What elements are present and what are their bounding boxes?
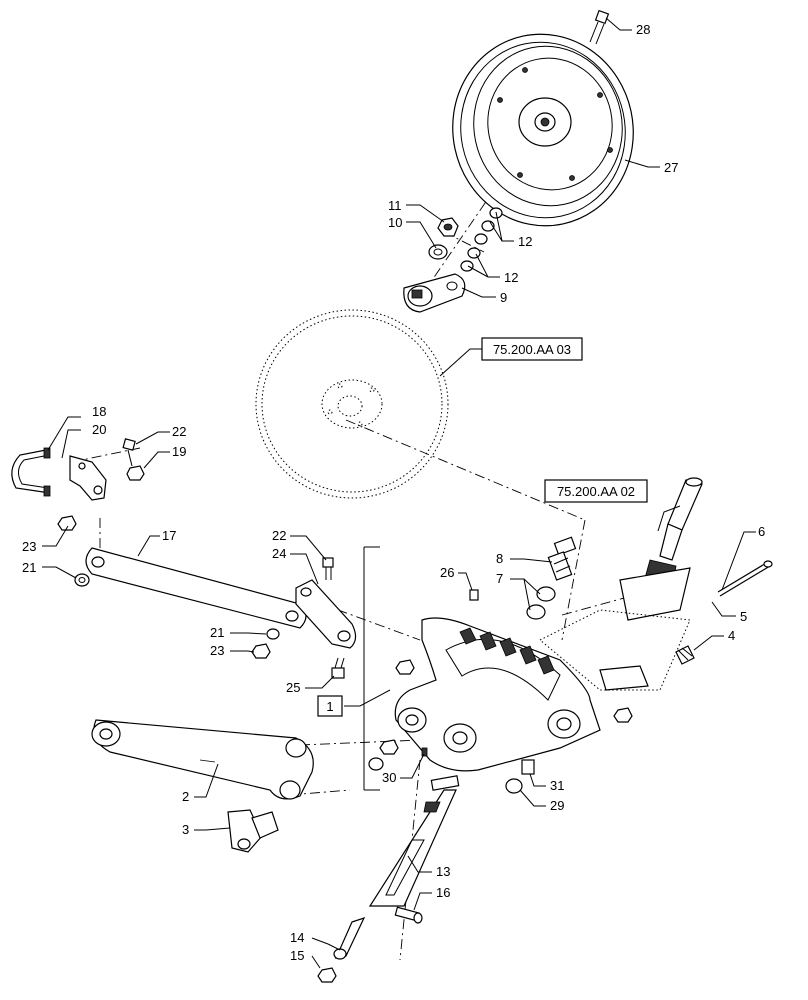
callout-25: 25 — [286, 680, 300, 695]
callout-28: 28 — [636, 22, 650, 37]
callout-8: 8 — [496, 551, 503, 566]
callout-23: 23 — [22, 539, 36, 554]
callout-18: 18 — [92, 404, 106, 419]
washer-21-right — [266, 628, 280, 640]
reference-disc-text: 75.200.AA 03 — [493, 342, 571, 357]
spring-4 — [675, 645, 695, 665]
clamp-20 — [69, 455, 107, 501]
callout-20: 20 — [92, 422, 106, 437]
reference-box-shaft: 75.200.AA 02 — [544, 479, 648, 503]
opener-disc — [255, 309, 449, 499]
gauge-wheel-arm-9 — [403, 273, 466, 313]
blade-14 — [333, 916, 366, 960]
bolt-28 — [589, 9, 610, 45]
assembly-callout-box: 1 — [317, 695, 343, 717]
depth-adjust-shaft — [539, 477, 703, 691]
washer-10 — [428, 244, 448, 260]
callout-13: 13 — [436, 864, 450, 879]
pin-30 — [421, 747, 428, 757]
callout-21: 21 — [210, 625, 224, 640]
callout-22: 22 — [172, 424, 186, 439]
callout-11: 11 — [388, 198, 402, 213]
reference-box-disc: 75.200.AA 03 — [481, 337, 583, 361]
callout-31: 31 — [550, 778, 564, 793]
row-unit-frame — [368, 617, 633, 772]
bolt-25 — [331, 657, 345, 679]
reference-shaft-text: 75.200.AA 02 — [557, 484, 635, 499]
cap-29 — [505, 778, 523, 794]
fitting-26 — [469, 589, 479, 601]
callout-17: 17 — [162, 528, 176, 543]
fitting-31 — [521, 759, 535, 775]
callout-12: 12 — [504, 270, 518, 285]
callout-10: 10 — [388, 215, 402, 230]
nut-11 — [437, 217, 459, 237]
callout-9: 9 — [500, 290, 507, 305]
bracket-24 — [295, 579, 357, 649]
callout-3: 3 — [182, 822, 189, 837]
screw-15 — [317, 967, 337, 983]
callout-14: 14 — [290, 930, 304, 945]
callout-2: 2 — [182, 789, 189, 804]
callout-24: 24 — [272, 546, 286, 561]
callout-4: 4 — [728, 628, 735, 643]
gauge-wheel — [452, 33, 634, 227]
callout-23: 23 — [210, 643, 224, 658]
callout-6: 6 — [758, 524, 765, 539]
callout-labels: 28 27 11 10 12 12 9 18 20 22 19 23 21 17… — [22, 22, 765, 963]
arm-2 — [91, 719, 314, 800]
callout-21: 21 — [22, 560, 36, 575]
pivot-8 — [547, 536, 577, 581]
bolt-22-upper — [122, 438, 136, 467]
callout-19: 19 — [172, 444, 186, 459]
nut-23-right — [251, 643, 271, 659]
pin-16 — [394, 906, 423, 924]
spacers-12 — [460, 207, 503, 272]
callout-5: 5 — [740, 609, 747, 624]
scraper-13 — [368, 775, 460, 907]
callout-15: 15 — [290, 948, 304, 963]
bolt-22-lower — [322, 557, 334, 580]
nut-23-left — [57, 515, 77, 531]
bushings-7 — [526, 586, 556, 620]
assembly-1-bracket — [363, 546, 380, 791]
callout-26: 26 — [440, 565, 454, 580]
callout-22: 22 — [272, 528, 286, 543]
nut-19 — [126, 465, 145, 481]
stop-3 — [227, 809, 279, 853]
u-bolt-18 — [11, 447, 51, 497]
callout-30: 30 — [382, 770, 396, 785]
callout-12: 12 — [518, 234, 532, 249]
leader-lines — [42, 17, 756, 969]
callout-29: 29 — [550, 798, 564, 813]
callout-1: 1 — [326, 699, 333, 714]
washer-21-left — [74, 573, 90, 587]
callout-7: 7 — [496, 571, 503, 586]
callout-27: 27 — [664, 160, 678, 175]
callout-16: 16 — [436, 885, 450, 900]
pin-6 — [717, 560, 773, 597]
